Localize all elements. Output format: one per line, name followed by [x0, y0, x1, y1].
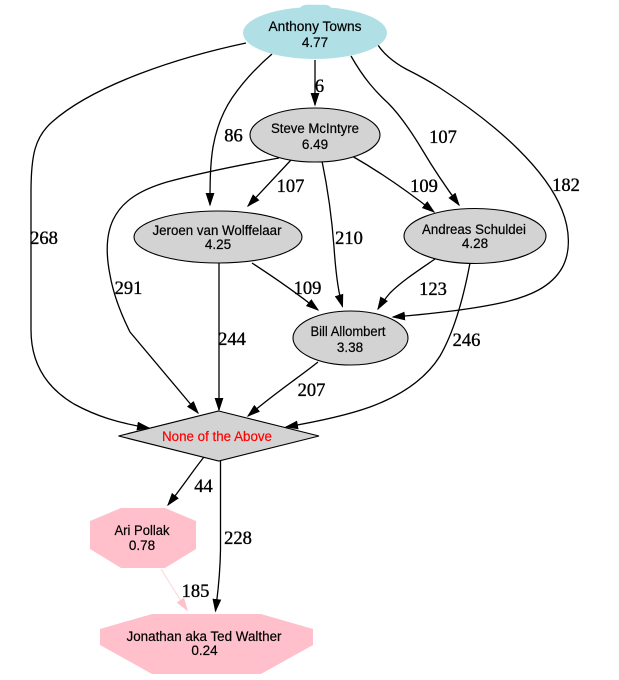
svg-text:4.77: 4.77	[302, 35, 328, 50]
svg-text:44: 44	[194, 477, 213, 497]
svg-text:107: 107	[277, 177, 305, 197]
svg-text:182: 182	[552, 176, 580, 196]
svg-text:Anthony Towns: Anthony Towns	[269, 19, 362, 34]
svg-text:123: 123	[419, 280, 447, 300]
svg-text:Jonathan aka Ted Walther: Jonathan aka Ted Walther	[127, 629, 282, 644]
svg-text:6.49: 6.49	[302, 137, 328, 152]
svg-text:Ari Pollak: Ari Pollak	[115, 523, 170, 538]
svg-text:86: 86	[224, 127, 243, 147]
svg-text:0.78: 0.78	[129, 538, 155, 553]
svg-text:107: 107	[429, 128, 457, 148]
svg-text:246: 246	[453, 331, 481, 351]
svg-text:210: 210	[335, 229, 363, 249]
svg-text:6: 6	[315, 77, 324, 97]
svg-text:291: 291	[115, 279, 143, 299]
svg-text:Bill Allombert: Bill Allombert	[311, 324, 386, 339]
svg-text:3.38: 3.38	[337, 340, 363, 355]
svg-text:244: 244	[218, 330, 246, 350]
svg-text:109: 109	[294, 279, 322, 299]
svg-text:4.28: 4.28	[462, 236, 488, 251]
svg-text:109: 109	[410, 177, 438, 197]
svg-text:Andreas Schuldei: Andreas Schuldei	[422, 222, 526, 237]
svg-text:207: 207	[298, 381, 326, 401]
svg-text:268: 268	[30, 229, 58, 249]
svg-text:0.24: 0.24	[191, 643, 218, 658]
svg-text:Steve McIntyre: Steve McIntyre	[271, 121, 359, 136]
svg-text:4.25: 4.25	[205, 237, 231, 252]
svg-text:228: 228	[224, 529, 252, 549]
svg-text:Jeroen van Wolffelaar: Jeroen van Wolffelaar	[153, 223, 282, 238]
svg-text:None of the Above: None of the Above	[162, 429, 272, 444]
svg-text:185: 185	[182, 582, 210, 602]
